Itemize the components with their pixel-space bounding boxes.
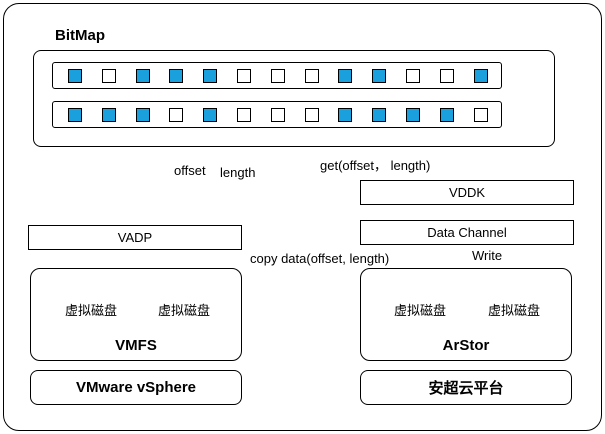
right-disk-2-label: 虚拟磁盘 bbox=[487, 304, 540, 319]
bitmap-row-2-cell-4 bbox=[169, 108, 184, 122]
vmfs-label: VMFS bbox=[115, 337, 157, 354]
bitmap-row-2-cell-2 bbox=[101, 108, 116, 122]
length-label: length bbox=[220, 165, 256, 180]
bitmap-row-2-cell-10 bbox=[372, 108, 387, 122]
vmfs-box bbox=[30, 268, 242, 361]
left-disk-1-label: 虚拟磁盘 bbox=[64, 304, 117, 319]
bitmap-row-2-cell-1 bbox=[68, 108, 82, 122]
left-disk-2-label: 虚拟磁盘 bbox=[157, 304, 210, 319]
bitmap-row-1-cell-12 bbox=[439, 69, 454, 83]
bitmap-row-2-cell-12 bbox=[439, 108, 454, 122]
bitmap-row-1-cell-9 bbox=[338, 69, 353, 83]
right-disk-1-label: 虚拟磁盘 bbox=[393, 304, 446, 319]
bitmap-row-2-cell-9 bbox=[338, 108, 353, 122]
bitmap-row-1-cell-4 bbox=[169, 69, 184, 83]
bitmap-row-1-cell-5 bbox=[203, 69, 218, 83]
bitmap-row-2-cell-13 bbox=[473, 108, 488, 122]
bitmap-row-1-cell-1 bbox=[68, 69, 82, 83]
vmware-vsphere-box: VMware vSphere bbox=[30, 370, 242, 405]
bitmap-row-1-cell-11 bbox=[406, 69, 420, 83]
arstor-box bbox=[360, 268, 572, 361]
bitmap-row-2-cell-11 bbox=[406, 108, 420, 122]
data-channel-label: Data Channel bbox=[427, 225, 507, 240]
bitmap-row-1-cell-7 bbox=[270, 69, 285, 83]
bitmap-title: BitMap bbox=[55, 27, 105, 44]
offset-label: offset bbox=[174, 163, 206, 178]
write-label: Write bbox=[472, 248, 503, 263]
copy-data-label: copy data(offset, length) bbox=[250, 251, 390, 266]
vmware-vsphere-label: VMware vSphere bbox=[75, 379, 197, 396]
bitmap-row-2-cell-3 bbox=[135, 108, 150, 122]
bitmap-row-2-cell-8 bbox=[304, 108, 319, 122]
vadp-label: VADP bbox=[117, 230, 153, 245]
bitmap-row-1-cell-8 bbox=[304, 69, 319, 83]
bitmap-row-1-cell-3 bbox=[135, 69, 150, 83]
bitmap-row-1-cell-2 bbox=[101, 69, 116, 83]
bitmap-row-1-cell-10 bbox=[372, 69, 387, 83]
bitmap-row-1-cell-13 bbox=[473, 69, 488, 83]
data-channel-box: Data Channel bbox=[360, 220, 574, 245]
bitmap-row-2-cell-5 bbox=[203, 108, 218, 122]
anchao-platform-label: 安超云平台 bbox=[428, 379, 504, 397]
vadp-box: VADP bbox=[28, 225, 242, 250]
bitmap-row-2-cell-6 bbox=[237, 108, 251, 122]
anchao-platform-box: 安超云平台 bbox=[360, 370, 572, 405]
vddk-box: VDDK bbox=[360, 180, 574, 205]
arstor-label: ArStor bbox=[442, 337, 490, 354]
bitmap-row-2-cell-7 bbox=[270, 108, 285, 122]
bitmap-row-1-cell-6 bbox=[237, 69, 251, 83]
vddk-label: VDDK bbox=[448, 185, 486, 200]
get-label: get(offset， length) bbox=[320, 158, 431, 173]
